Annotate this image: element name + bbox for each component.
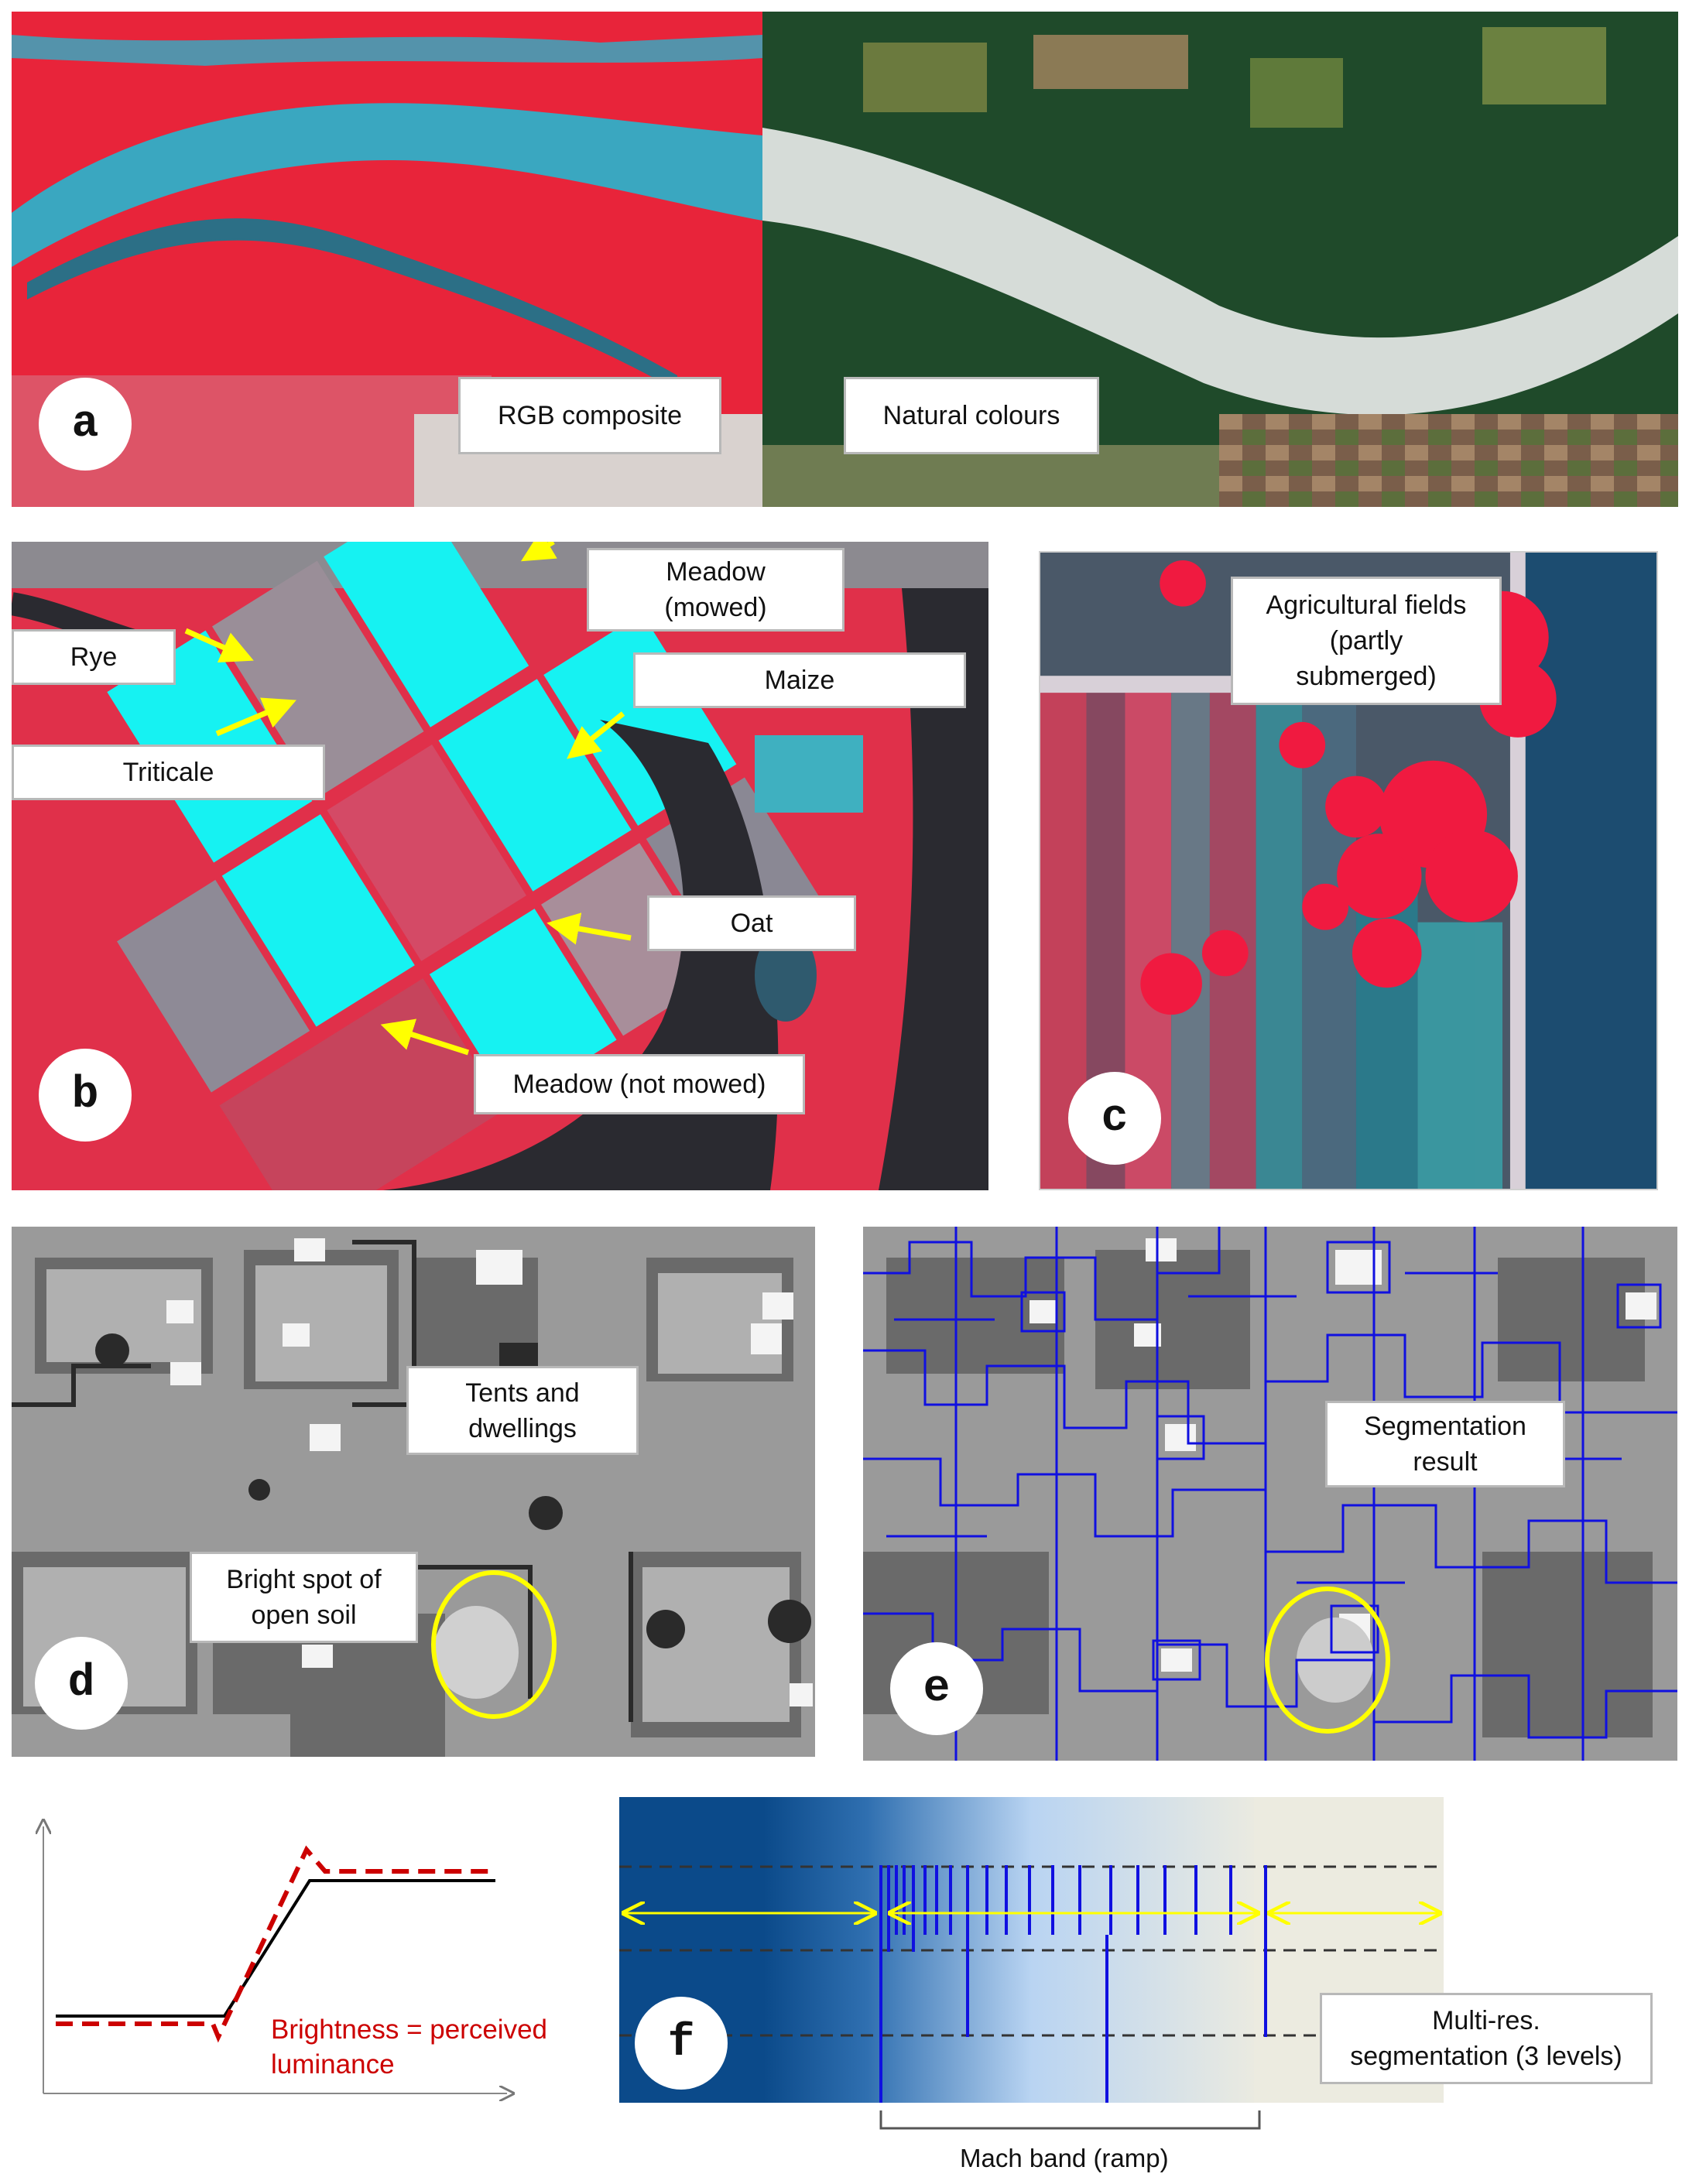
panel-d-scene [12, 1227, 815, 1757]
brightness-line [56, 1845, 495, 2043]
panel-e-badge: e [890, 1642, 983, 1735]
segmentation-result-label: Segmentation result [1325, 1401, 1565, 1487]
luminance-line [56, 1879, 495, 2018]
open-soil-circle [431, 1570, 557, 1719]
meadow-mowed-label: Meadow (mowed) [587, 548, 844, 632]
oat-label: Oat [647, 895, 856, 951]
panel-b-arrows [184, 542, 632, 1056]
rgb-composite-label: RGB composite [458, 377, 721, 454]
meadow-not-mowed-label: Meadow (not mowed) [474, 1054, 805, 1114]
panel-c-scene [1040, 553, 1656, 1189]
panel-d-badge: d [35, 1637, 128, 1730]
multi-res-segmentation-label: Multi-res. segmentation (3 levels) [1320, 1993, 1653, 2084]
mach-band-bracket [879, 2110, 1261, 2130]
maize-label: Maize [633, 652, 966, 708]
tents-dwellings-label: Tents and dwellings [406, 1366, 639, 1455]
natural-colours-label: Natural colours [844, 377, 1099, 454]
panel-c-badge: c [1068, 1072, 1161, 1165]
agricultural-fields-label: Agricultural fields (partly submerged) [1231, 577, 1502, 705]
brightness-luminance-plot [23, 1811, 519, 2121]
panel-c-image [1039, 551, 1658, 1190]
brightness-caption: Brightness = perceived luminance [271, 2015, 548, 2080]
segmentation-circle [1265, 1587, 1390, 1734]
bright-spot-soil-label: Bright spot of open soil [190, 1552, 418, 1643]
panel-d-image [12, 1227, 815, 1757]
triticale-label: Triticale [12, 745, 325, 800]
panel-a-badge: a [39, 378, 132, 471]
panel-f-badge: f [635, 1997, 728, 2090]
panel-b-badge: b [39, 1049, 132, 1142]
rye-label: Rye [12, 629, 176, 685]
mach-band-caption: Mach band (ramp) [960, 2144, 1169, 2172]
